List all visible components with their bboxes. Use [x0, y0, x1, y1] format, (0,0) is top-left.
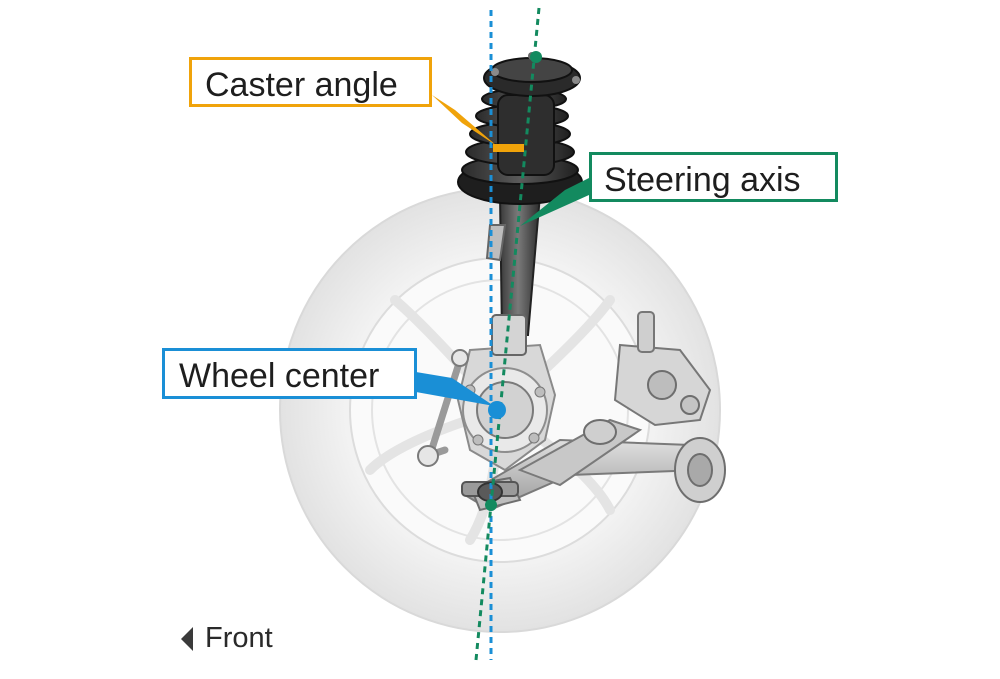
- lower-ball-joint-point: [485, 499, 497, 511]
- caster-angle-pointer: [432, 95, 497, 146]
- triangle-left-icon: [181, 627, 193, 651]
- steering-axis-label: Steering axis: [604, 161, 801, 199]
- caster-angle-label: Caster angle: [205, 66, 398, 104]
- steering-axis-callout: Steering axis: [589, 152, 838, 202]
- coil-spring: [457, 52, 583, 205]
- wheel-center-label: Wheel center: [179, 357, 380, 395]
- front-direction-indicator: Front: [181, 621, 273, 655]
- wheel-center-pointer: [416, 372, 494, 406]
- caster-angle-marker: [493, 144, 524, 152]
- steering-axis-pointer: [520, 178, 589, 226]
- upper-mount-point: [530, 51, 542, 63]
- steering-gear: [613, 311, 712, 427]
- wheel-center-callout: Wheel center: [162, 348, 417, 399]
- front-label: Front: [205, 622, 273, 654]
- caster-angle-callout: Caster angle: [189, 57, 432, 107]
- wheel-center-point: [488, 401, 506, 419]
